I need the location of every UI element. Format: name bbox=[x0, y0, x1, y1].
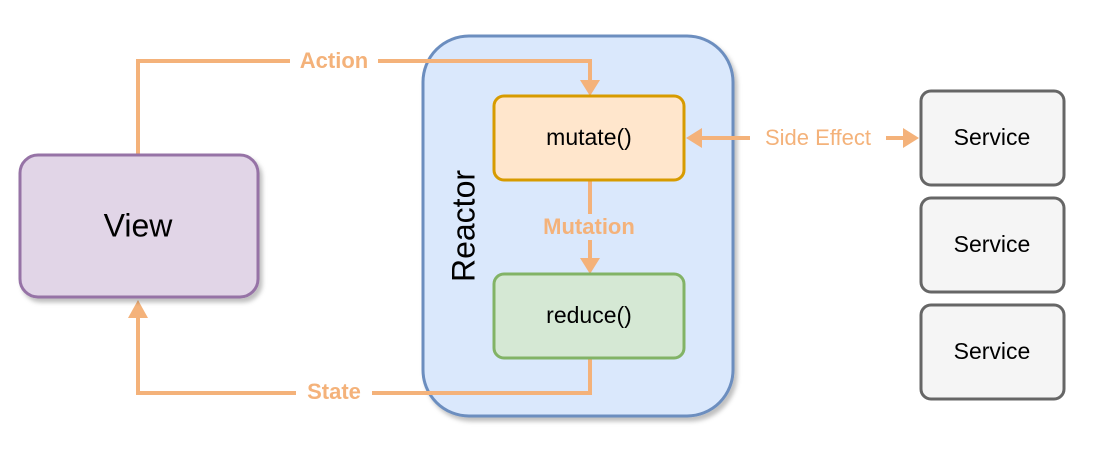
side-effect-arrowhead-left bbox=[686, 128, 702, 148]
reduce-label: reduce() bbox=[546, 302, 632, 328]
service-node: Service bbox=[919, 89, 1066, 187]
side-effect-arrowhead-right bbox=[903, 128, 919, 148]
view-node: View bbox=[18, 153, 260, 299]
side-effect-edge-label: Side Effect bbox=[750, 125, 886, 151]
reactor-label: Reactor bbox=[445, 170, 481, 282]
action-arrowhead bbox=[580, 80, 600, 96]
side-effect-label: Side Effect bbox=[765, 125, 871, 150]
mutation-label: Mutation bbox=[543, 214, 635, 239]
mutate-label: mutate() bbox=[546, 124, 632, 150]
view-label: View bbox=[104, 207, 174, 243]
reduce-node: reduce() bbox=[492, 272, 686, 360]
service-label: Service bbox=[954, 231, 1031, 257]
state-label: State bbox=[307, 379, 361, 404]
state-arrowhead bbox=[128, 300, 148, 318]
state-edge-label: State bbox=[296, 379, 372, 406]
service-node: Service bbox=[919, 196, 1066, 294]
arrowheads bbox=[128, 80, 919, 318]
mutation-edge-label: Mutation bbox=[528, 214, 650, 240]
action-label: Action bbox=[300, 48, 368, 73]
service-label: Service bbox=[954, 124, 1031, 150]
mutate-node: mutate() bbox=[492, 94, 686, 182]
action-edge-label: Action bbox=[290, 48, 378, 74]
service-label: Service bbox=[954, 338, 1031, 364]
mutation-arrowhead bbox=[580, 258, 600, 274]
service-node: Service bbox=[919, 303, 1066, 401]
